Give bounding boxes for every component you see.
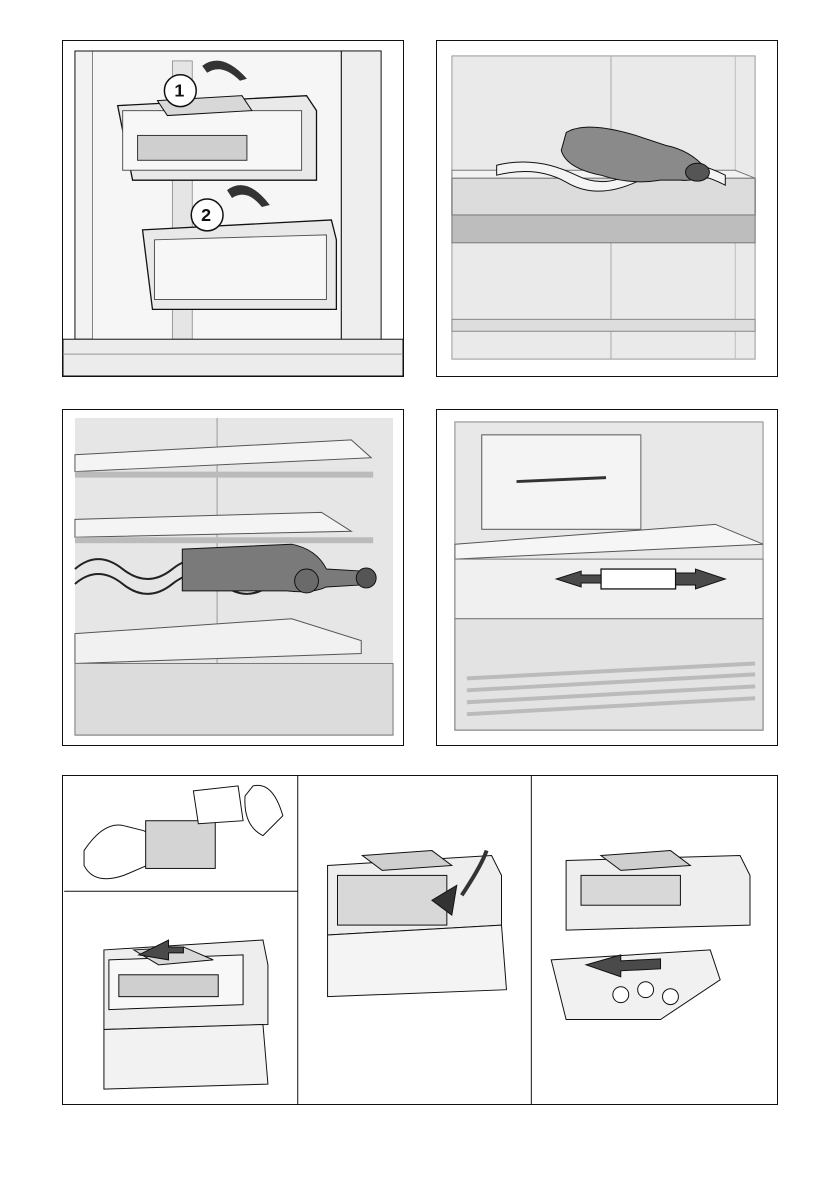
- callout-2: 2: [201, 205, 211, 225]
- shelf-slider-figure: [436, 409, 778, 746]
- ice-maker-steps-illustration: [63, 776, 777, 1104]
- bottle-holder-figure: [436, 40, 778, 377]
- wine-rack-illustration: [63, 410, 403, 745]
- bottle-holder-illustration: [437, 41, 777, 376]
- door-shelves-figure: 1 2: [62, 40, 404, 377]
- ice-maker-steps-figure: [62, 775, 778, 1105]
- callout-1: 1: [174, 81, 184, 101]
- door-shelves-removal-illustration: 1 2: [63, 41, 403, 376]
- wine-rack-figure: [62, 409, 404, 746]
- shelf-slider-illustration: [437, 410, 777, 745]
